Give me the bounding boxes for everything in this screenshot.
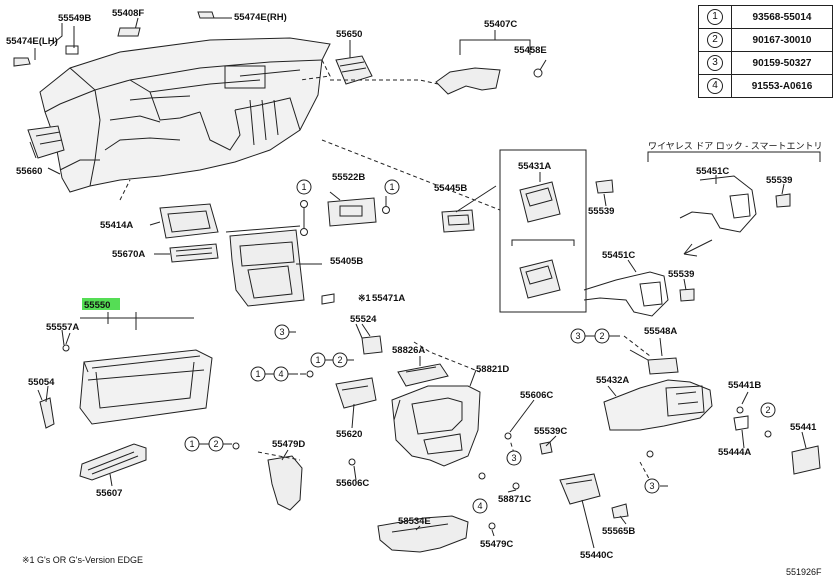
callout-circle: 2	[599, 331, 604, 341]
label-55660: 55660	[16, 166, 42, 177]
callout-circle: 4	[278, 369, 283, 379]
callout-circle: 1	[301, 182, 306, 192]
callout-circle: 3	[649, 481, 654, 491]
label-58826A: 58826A	[392, 345, 425, 356]
table-row: 1 93568-55014	[698, 5, 833, 29]
callout-circle: 4	[477, 501, 482, 511]
callout-circle: 1	[389, 182, 394, 192]
callout-circle: 3	[511, 453, 516, 463]
callout-circle: 3	[707, 55, 723, 71]
table-row: 2 90167-30010	[698, 28, 833, 52]
label-55471A-mark: ※1	[358, 293, 371, 303]
table-row: 4 91553-A0616	[698, 74, 833, 98]
callout-circle: 4	[707, 78, 723, 94]
label-55474E-lh: 55474E(LH)	[6, 36, 58, 47]
table-cell-part: 90167-30010	[731, 28, 833, 52]
label-55451C-mid: 55451C	[602, 250, 635, 261]
label-55539-mid: 55539	[588, 206, 614, 217]
label-58821D: 58821D	[476, 364, 509, 375]
callout-circle: 3	[279, 327, 284, 337]
label-58534E: 58534E	[398, 516, 431, 527]
callout-circle: 1	[315, 355, 320, 365]
label-55445B: 55445B	[434, 183, 467, 194]
label-55471A: 55471A	[372, 293, 405, 304]
callout-circle: 2	[337, 355, 342, 365]
label-55054: 55054	[28, 377, 55, 388]
label-55539-upper: 55539	[766, 175, 792, 186]
label-55606C-lower: 55606C	[336, 478, 369, 489]
label-55565B: 55565B	[602, 526, 635, 537]
diagram-code: 551926F	[786, 567, 822, 577]
label-55550[interactable]: 55550	[84, 300, 110, 311]
label-55479D: 55479D	[272, 439, 305, 450]
label-55431A: 55431A	[518, 161, 551, 172]
table-cell-part: 90159-50327	[731, 51, 833, 75]
reference-part-table: 1 93568-55014 2 90167-30010 3 90159-5032…	[698, 5, 833, 98]
label-55441: 55441	[790, 422, 817, 433]
label-55650: 55650	[336, 29, 362, 40]
footnote: ※1 G's OR G's-Version EDGE	[22, 555, 143, 565]
label-55539C: 55539C	[534, 426, 567, 437]
label-55474E-rh: 55474E(RH)	[234, 12, 287, 23]
label-55414A: 55414A	[100, 220, 133, 231]
label-55557A: 55557A	[46, 322, 79, 333]
label-58871C: 58871C	[498, 494, 531, 505]
callout-circle: 3	[575, 331, 580, 341]
label-55458E: 55458E	[514, 45, 547, 56]
label-55607: 55607	[96, 488, 122, 499]
callout-circle: 2	[213, 439, 218, 449]
callout-circle: 2	[765, 405, 770, 415]
label-55444A: 55444A	[718, 447, 751, 458]
callout-circle: 1	[189, 439, 194, 449]
highlight-55550	[82, 298, 120, 310]
label-55451C-upper: 55451C	[696, 166, 729, 177]
label-55432A: 55432A	[596, 375, 629, 386]
label-55548A: 55548A	[644, 326, 677, 337]
smart-entry-note: ワイヤレス ドア ロック - スマートエントリ	[648, 141, 822, 151]
callout-circle: 2	[707, 32, 723, 48]
table-cell-part: 91553-A0616	[731, 74, 833, 98]
instrument-panel-drawing	[39, 37, 331, 193]
table-row: 3 90159-50327	[698, 51, 833, 75]
label-55440C: 55440C	[580, 550, 613, 561]
label-55620: 55620	[336, 429, 362, 440]
label-55441B: 55441B	[728, 380, 761, 391]
table-cell-part: 93568-55014	[731, 5, 833, 29]
label-55408F: 55408F	[112, 8, 144, 19]
label-55522B: 55522B	[332, 172, 365, 183]
callout-circle: 1	[255, 369, 260, 379]
label-55479C: 55479C	[480, 539, 513, 550]
label-55549B: 55549B	[58, 13, 91, 24]
label-55539-lower: 55539	[668, 269, 694, 280]
label-55407C: 55407C	[484, 19, 517, 30]
label-55524: 55524	[350, 314, 377, 325]
label-55405B: 55405B	[330, 256, 363, 267]
callout-circle: 1	[707, 9, 723, 25]
label-55670A: 55670A	[112, 249, 145, 260]
label-55606C-upper: 55606C	[520, 390, 553, 401]
